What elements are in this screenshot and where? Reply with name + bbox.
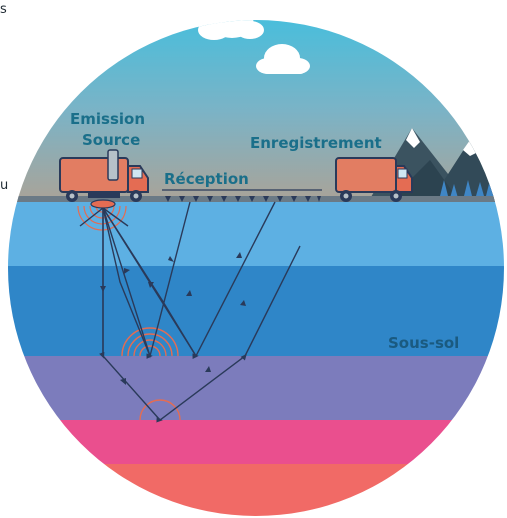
recording-truck	[335, 157, 413, 202]
cloud-top	[198, 20, 264, 40]
edge-glyph-top: s	[0, 2, 7, 17]
ground-line	[8, 196, 504, 202]
label-emission: Emission	[70, 110, 145, 128]
cloud-right	[256, 44, 310, 74]
geophones	[165, 196, 321, 202]
edge-glyph-mid: u	[0, 178, 9, 193]
label-recording: Enregistrement	[250, 134, 382, 152]
layer-1	[8, 266, 504, 356]
label-source: Source	[82, 131, 140, 149]
source-truck	[59, 149, 149, 209]
seismic-rays	[79, 201, 301, 423]
ray-arrows	[100, 252, 246, 385]
label-reception: Réception	[164, 170, 249, 188]
layer-2	[8, 356, 504, 420]
trees	[440, 180, 494, 198]
layer-4	[8, 464, 504, 516]
layer-3	[8, 420, 504, 464]
label-subsoil: Sous-sol	[388, 334, 459, 352]
layer-water	[8, 202, 504, 266]
